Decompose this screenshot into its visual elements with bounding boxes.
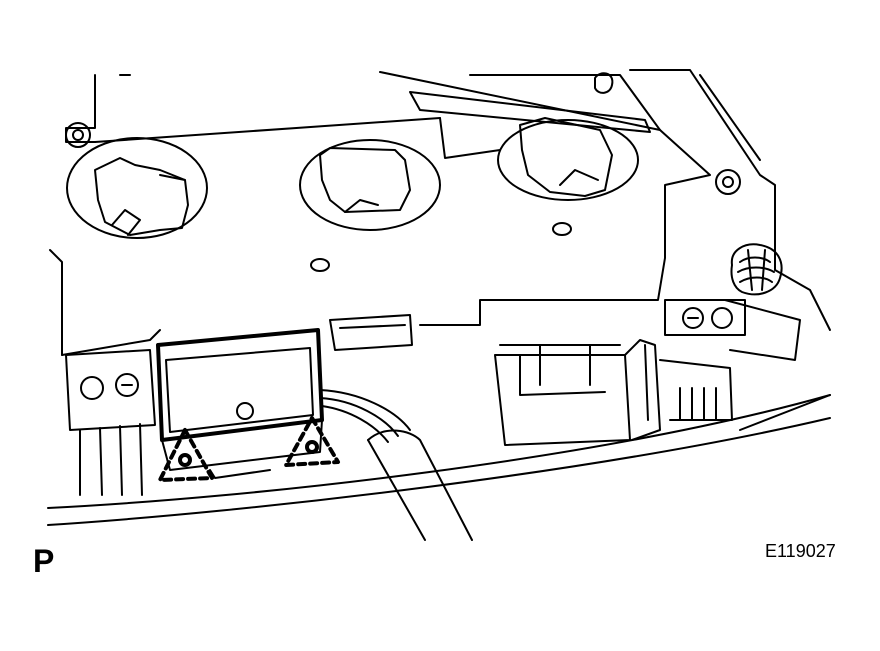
claw-marker-right: [284, 416, 340, 467]
right-vents: [659, 359, 733, 421]
left-plate: [65, 349, 156, 496]
figure-id-label: E119027: [765, 541, 836, 561]
panel-body: [49, 69, 831, 356]
opening-center: [299, 139, 441, 231]
panel-hole-b: [552, 222, 572, 236]
wire-harness: [319, 389, 473, 541]
opening-left: [66, 137, 208, 239]
connector-right: [494, 339, 661, 446]
left-mount-hole: [65, 122, 91, 148]
figure-corner-label: P: [33, 543, 55, 579]
claw-marker-left: [158, 428, 214, 482]
panel-hole-a: [310, 258, 330, 272]
lower-trim: [47, 394, 831, 526]
opening-right: [497, 117, 639, 201]
right-tab: [664, 299, 746, 336]
center-tab: [329, 314, 413, 351]
panel-hole-c: [715, 169, 741, 195]
round-clip: [724, 243, 801, 361]
